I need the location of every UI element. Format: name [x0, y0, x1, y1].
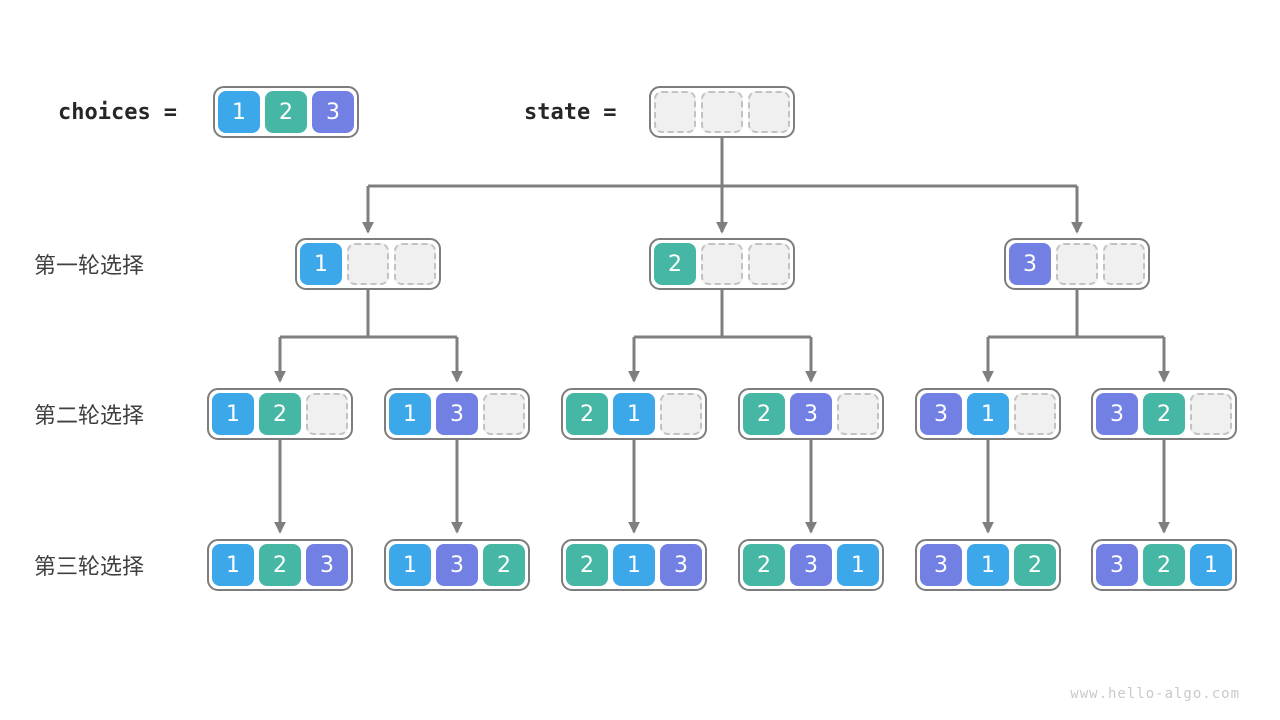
tile-2: 2: [259, 393, 301, 435]
empty-slot: [660, 393, 702, 435]
row-label-round-1: 第一轮选择: [34, 254, 145, 279]
row-label-round-3: 第三轮选择: [34, 555, 145, 580]
choices-label: choices =: [58, 86, 177, 138]
tile-2: 2: [743, 544, 785, 586]
tile-1: 1: [212, 393, 254, 435]
choices-equals-sign: =: [163, 99, 177, 125]
state-word: state: [524, 99, 591, 125]
tile-3: 3: [312, 91, 354, 133]
tile-1: 1: [389, 544, 431, 586]
state-node-r1-2: 2: [649, 238, 795, 290]
tile-1: 1: [613, 393, 655, 435]
tile-3: 3: [436, 544, 478, 586]
tile-1: 1: [967, 393, 1009, 435]
tile-3: 3: [1096, 393, 1138, 435]
tile-3: 3: [660, 544, 702, 586]
state-label: state =: [524, 86, 616, 138]
empty-slot: [837, 393, 879, 435]
empty-slot: [1103, 243, 1145, 285]
tile-1: 1: [300, 243, 342, 285]
tile-3: 3: [920, 393, 962, 435]
tile-3: 3: [1009, 243, 1051, 285]
tile-3: 3: [436, 393, 478, 435]
empty-slot: [483, 393, 525, 435]
tile-3: 3: [1096, 544, 1138, 586]
empty-slot: [654, 91, 696, 133]
tile-1: 1: [837, 544, 879, 586]
empty-slot: [347, 243, 389, 285]
tile-2: 2: [566, 544, 608, 586]
empty-slot: [394, 243, 436, 285]
state-equals-sign: =: [603, 99, 617, 125]
tile-1: 1: [967, 544, 1009, 586]
tile-2: 2: [265, 91, 307, 133]
empty-slot: [1190, 393, 1232, 435]
watermark: www.hello-algo.com: [1070, 686, 1240, 702]
tile-1: 1: [613, 544, 655, 586]
tile-2: 2: [259, 544, 301, 586]
tile-2: 2: [654, 243, 696, 285]
empty-slot: [748, 243, 790, 285]
tile-3: 3: [920, 544, 962, 586]
choices-word: choices: [58, 99, 151, 125]
state-box: [649, 86, 795, 138]
tile-1: 1: [1190, 544, 1232, 586]
tile-1: 1: [389, 393, 431, 435]
tile-3: 3: [790, 393, 832, 435]
tile-1: 1: [212, 544, 254, 586]
tile-2: 2: [1143, 544, 1185, 586]
tile-2: 2: [566, 393, 608, 435]
empty-slot: [701, 91, 743, 133]
empty-slot: [748, 91, 790, 133]
tile-2: 2: [483, 544, 525, 586]
tile-2: 2: [1014, 544, 1056, 586]
empty-slot: [701, 243, 743, 285]
tile-2: 2: [1143, 393, 1185, 435]
tile-3: 3: [306, 544, 348, 586]
empty-slot: [306, 393, 348, 435]
empty-slot: [1056, 243, 1098, 285]
row-label-round-2: 第二轮选择: [34, 404, 145, 429]
tile-1: 1: [218, 91, 260, 133]
empty-slot: [1014, 393, 1056, 435]
state-node-r1-3: 3: [1004, 238, 1150, 290]
tile-3: 3: [790, 544, 832, 586]
state-node-r1-1: 1: [295, 238, 441, 290]
tile-2: 2: [743, 393, 785, 435]
